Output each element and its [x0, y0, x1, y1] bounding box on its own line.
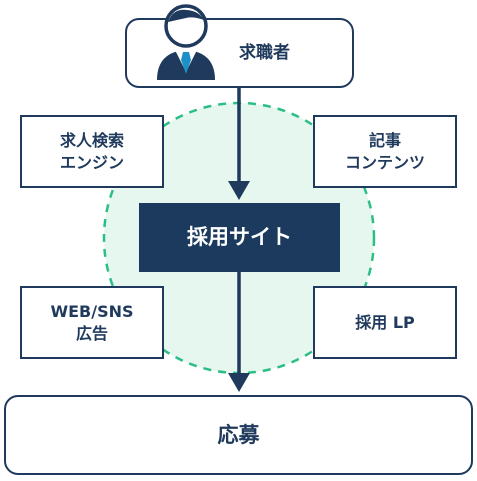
- recruitment-lp-label: 採用 LP: [355, 312, 415, 332]
- web-sns-ads-box: WEB/SNS 広告: [20, 286, 164, 359]
- job-search-engine-box: 求人検索 エンジン: [20, 115, 164, 188]
- application-box: 応募: [4, 395, 473, 475]
- web-sns-ads-label: WEB/SNS 広告: [50, 301, 134, 343]
- article-content-box: 記事 コンテンツ: [313, 115, 457, 188]
- job-seeker-label: 求職者: [239, 42, 290, 63]
- job-search-engine-label: 求人検索 エンジン: [59, 130, 124, 172]
- article-content-label: 記事 コンテンツ: [344, 130, 425, 172]
- businessman-icon: [157, 4, 215, 80]
- recruitment-site-label: 採用サイト: [187, 225, 292, 250]
- arrow-head-top: [228, 181, 250, 200]
- arrow-head-bottom: [228, 373, 250, 392]
- recruitment-lp-box: 採用 LP: [313, 286, 457, 359]
- application-label: 応募: [217, 422, 260, 447]
- recruitment-site-box: 採用サイト: [139, 203, 340, 272]
